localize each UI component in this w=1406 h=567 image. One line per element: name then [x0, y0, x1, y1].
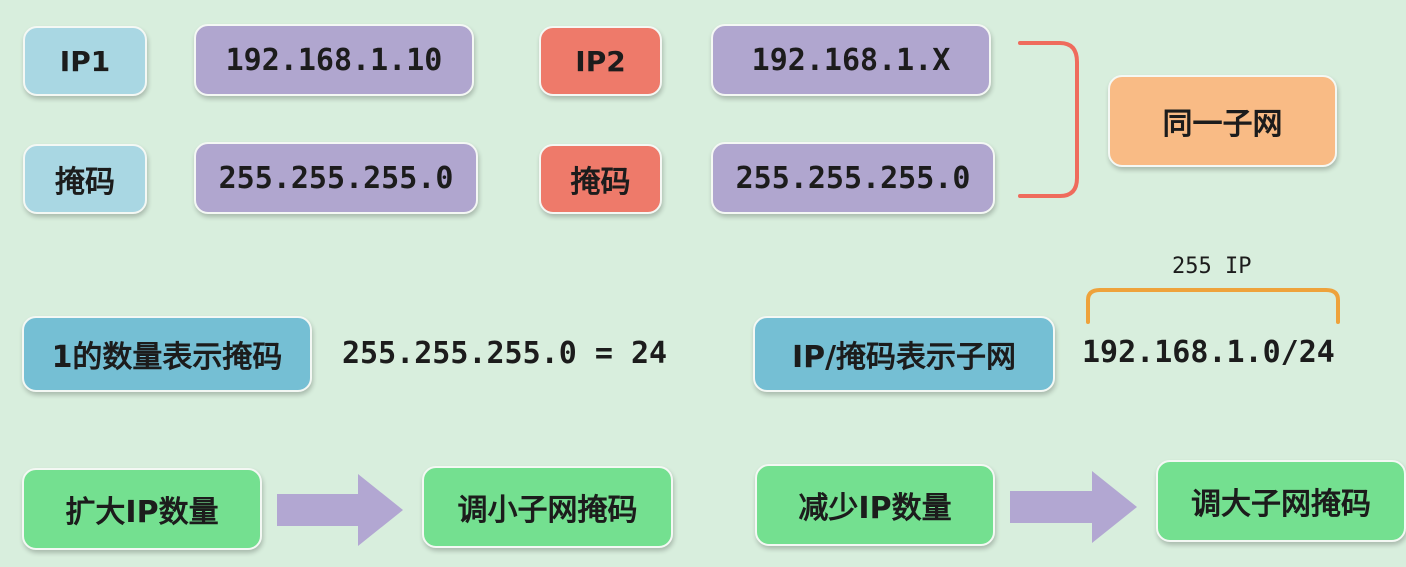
reduce-arrow-icon: [1010, 471, 1137, 543]
ip2-value: 192.168.1.X: [711, 24, 991, 96]
expand-ip-count-box: 扩大IP数量: [22, 468, 262, 550]
ip2-label: IP2: [539, 26, 662, 96]
ip1-value: 192.168.1.10: [194, 24, 474, 96]
ip1-label: IP1: [23, 26, 147, 96]
reduce-ip-count-box: 减少IP数量: [755, 464, 995, 546]
mask2-value: 255.255.255.0: [711, 142, 995, 214]
mask-prefix-equation: 255.255.255.0 = 24: [342, 336, 668, 371]
ip-mask-subnet-label: IP/掩码表示子网: [753, 316, 1055, 392]
expand-arrow-icon: [277, 474, 403, 546]
mask1-value: 255.255.255.0: [194, 142, 478, 214]
same-subnet-box: 同一子网: [1108, 75, 1337, 167]
mask2-label: 掩码: [539, 144, 662, 214]
cidr-notation: 192.168.1.0/24: [1082, 335, 1335, 370]
ip-range-bracket: [1086, 288, 1340, 324]
grow-subnet-mask-box: 调大子网掩码: [1156, 460, 1406, 542]
mask1-label: 掩码: [23, 144, 147, 214]
ip-range-label: 255 IP: [1172, 254, 1252, 279]
shrink-subnet-mask-box: 调小子网掩码: [422, 466, 673, 548]
ones-count-mask-label: 1的数量表示掩码: [22, 316, 312, 392]
same-subnet-bracket: [1018, 41, 1079, 198]
